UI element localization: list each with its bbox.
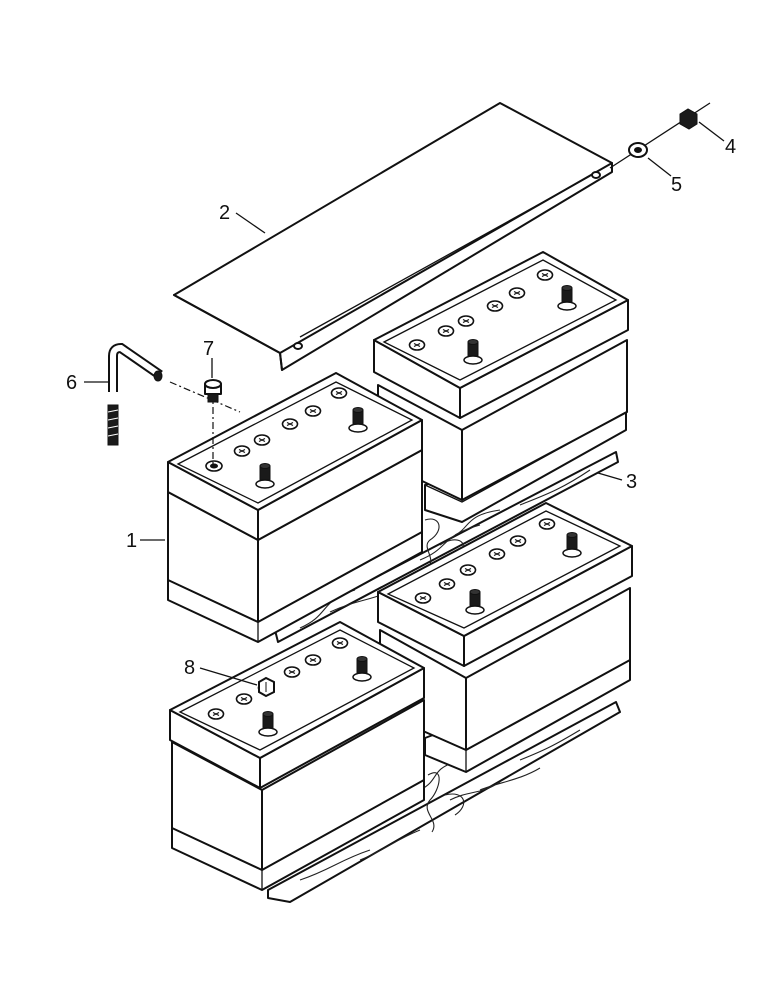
leader-lines	[84, 121, 725, 686]
callout-8: 8	[184, 657, 195, 679]
battery-tray-lower	[267, 701, 621, 903]
terminal-nut	[258, 676, 275, 698]
callout-5: 5	[671, 174, 682, 196]
battery-lower-left	[169, 621, 425, 891]
hold-down-plate	[173, 102, 613, 371]
callout-4: 4	[725, 136, 736, 158]
battery-upper-right	[373, 251, 629, 523]
nut-washer-hardware	[609, 102, 711, 169]
terminal-screw	[169, 379, 241, 465]
battery-upper-left	[167, 372, 423, 643]
battery-tray-upper	[274, 451, 619, 643]
callout-2: 2	[219, 202, 230, 224]
callout-1: 1	[126, 530, 137, 552]
callout-3: 3	[626, 471, 637, 493]
callout-labels: 1 2 3 4 5 6 7 8	[66, 136, 736, 679]
callout-6: 6	[66, 372, 77, 394]
j-bolt	[107, 342, 163, 446]
callout-7: 7	[203, 338, 214, 360]
